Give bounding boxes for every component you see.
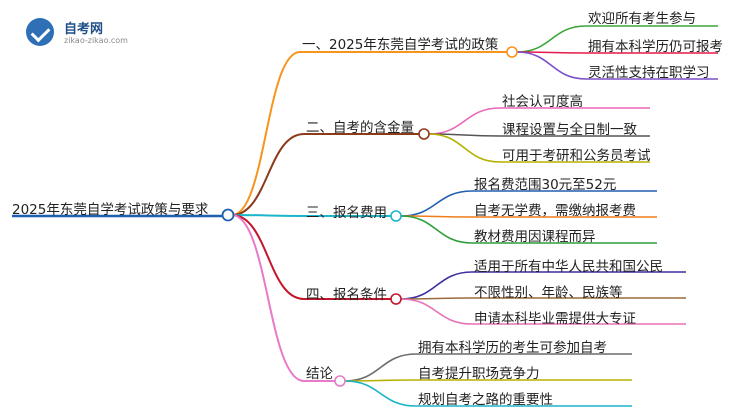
branch-fees[interactable]: 三、报名费用 xyxy=(306,205,387,221)
leaf-connector xyxy=(344,380,417,407)
branch-node xyxy=(334,375,346,387)
branch-conditions[interactable]: 四、报名条件 xyxy=(306,287,387,303)
graduation-cap-icon xyxy=(26,18,54,46)
leaf-value-3[interactable]: 可用于考研和公务员考试 xyxy=(502,148,651,164)
logo-title: 自考网 xyxy=(64,22,104,37)
leaf-conditions-3[interactable]: 申请本科毕业需提供大专证 xyxy=(474,311,636,327)
leaf-fees-2[interactable]: 自考无学费，需缴纳报考费 xyxy=(474,203,636,219)
branch-node xyxy=(506,46,518,58)
branch-conclusion[interactable]: 结论 xyxy=(306,366,333,382)
leaf-connector xyxy=(400,190,473,217)
leaf-policy-2[interactable]: 拥有本科学历仍可报考 xyxy=(588,39,723,55)
leaf-policy-1[interactable]: 欢迎所有考生参与 xyxy=(588,11,696,27)
branch-policy[interactable]: 一、2025年东莞自学考试的政策 xyxy=(302,37,499,53)
branch-connector xyxy=(231,133,305,216)
leaf-policy-3[interactable]: 灵活性支持在职学习 xyxy=(588,65,710,81)
leaf-connector xyxy=(516,51,587,80)
leaf-conditions-1[interactable]: 适用于所有中华人民共和国公民 xyxy=(474,259,663,275)
branch-node xyxy=(390,293,402,305)
leaf-conclusion-3[interactable]: 规划自考之路的重要性 xyxy=(418,392,553,408)
root-topic[interactable]: 2025年东莞自学考试政策与要求 xyxy=(12,202,209,218)
branch-node xyxy=(418,128,430,140)
logo: 自考网 zikao-zikao.com xyxy=(26,16,136,52)
branch-connector xyxy=(231,214,305,382)
leaf-conclusion-2[interactable]: 自考提升职场竞争力 xyxy=(418,366,540,382)
branch-connector xyxy=(231,214,305,217)
leaf-conclusion-1[interactable]: 拥有本科学历的考生可参加自考 xyxy=(418,340,607,356)
leaf-connector xyxy=(344,353,417,382)
leaf-connector xyxy=(400,298,473,325)
root-node xyxy=(221,208,235,222)
leaf-conditions-2[interactable]: 不限性别、年龄、民族等 xyxy=(474,285,623,301)
branch-value[interactable]: 二、自考的含金量 xyxy=(306,120,414,136)
branch-connector xyxy=(231,214,305,300)
leaf-connector xyxy=(400,215,473,244)
leaf-connector xyxy=(400,271,473,300)
logo-subtitle: zikao-zikao.com xyxy=(64,36,128,45)
leaf-connector xyxy=(428,107,501,135)
leaf-value-1[interactable]: 社会认可度高 xyxy=(502,94,583,110)
branch-connector xyxy=(231,51,301,216)
leaf-connector xyxy=(516,25,587,53)
leaf-connector xyxy=(428,133,501,163)
leaf-fees-1[interactable]: 报名费范围30元至52元 xyxy=(474,177,617,193)
branch-node xyxy=(390,210,402,222)
leaf-fees-3[interactable]: 教材费用因课程而异 xyxy=(474,229,596,245)
leaf-value-2[interactable]: 课程设置与全日制一致 xyxy=(502,122,637,138)
